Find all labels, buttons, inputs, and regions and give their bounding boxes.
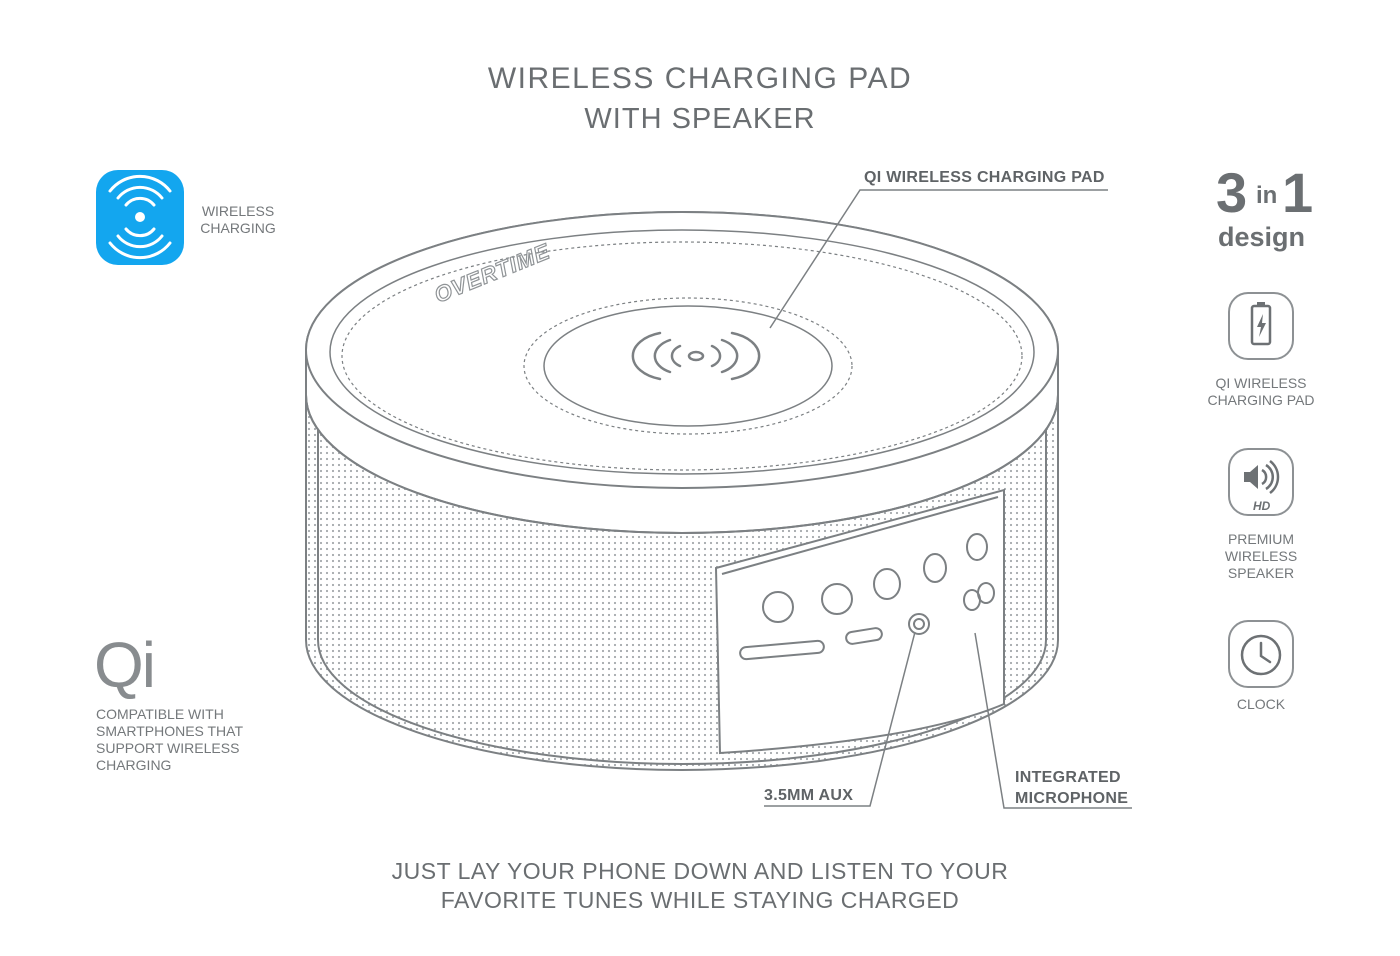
badge-in: in [1256,182,1278,209]
feature-qi-pad-line2: CHARGING PAD [1207,392,1315,408]
qi-line-1: COMPATIBLE WITH [96,706,224,722]
feature-speaker-line2: WIRELESS [1224,548,1298,564]
battery-icon [1228,292,1294,360]
feature-speaker-line1: PREMIUM [1227,531,1295,547]
tagline-line1: JUST LAY YOUR PHONE DOWN AND LISTEN TO Y… [391,858,1009,884]
tagline-line2: FAVORITE TUNES WHILE STAYING CHARGED [440,887,960,913]
hd-label: HD [1253,499,1271,513]
callout-microphone: INTEGRATED MICROPHONE [1015,767,1128,809]
wireless-charging-label: WIRELESS CHARGING [188,203,288,237]
wireless-charging-badge [96,170,184,265]
pad-wireless-icon [631,331,761,381]
badge-three: 3 [1216,161,1248,224]
page-title: WIRELESS CHARGING PAD [487,62,913,95]
feature-speaker-label: PREMIUM WIRELESS SPEAKER [1190,531,1332,582]
callout-microphone-line1: INTEGRATED [1015,769,1121,786]
feature-clock-label: CLOCK [1236,696,1286,712]
control-panel [714,488,1005,755]
badge-one: 1 [1282,161,1314,224]
feature-qi-pad-label: QI WIRELESS CHARGING PAD [1190,375,1332,409]
qi-logo: Qi [94,629,156,701]
callout-lines [764,189,1132,809]
qi-description: COMPATIBLE WITH SMARTPHONES THAT SUPPORT… [96,706,266,774]
callout-microphone-line2: MICROPHONE [1015,790,1129,807]
speaker-body [305,211,1059,771]
callout-aux: 3.5MM AUX [764,787,854,804]
qi-line-2: SMARTPHONES THAT [96,723,244,739]
qi-line-3: SUPPORT WIRELESS [96,740,240,756]
page-subtitle: WITH SPEAKER [584,103,816,135]
feature-qi-pad-line1: QI WIRELESS [1215,375,1307,391]
clock-icon [1228,620,1294,688]
feature-speaker-line3: SPEAKER [1227,565,1295,581]
wireless-charging-label-line2: CHARGING [200,220,276,236]
callout-qi-pad: QI WIRELESS CHARGING PAD [864,169,1105,186]
three-in-one-badge: 3 in 1 design [1212,161,1313,258]
speaker-hd-icon: HD [1228,448,1294,516]
wireless-signal-icon [108,174,172,260]
wireless-charging-label-line1: WIRELESS [201,203,275,219]
qi-line-4: CHARGING [96,757,172,773]
badge-design: design [1218,222,1306,252]
